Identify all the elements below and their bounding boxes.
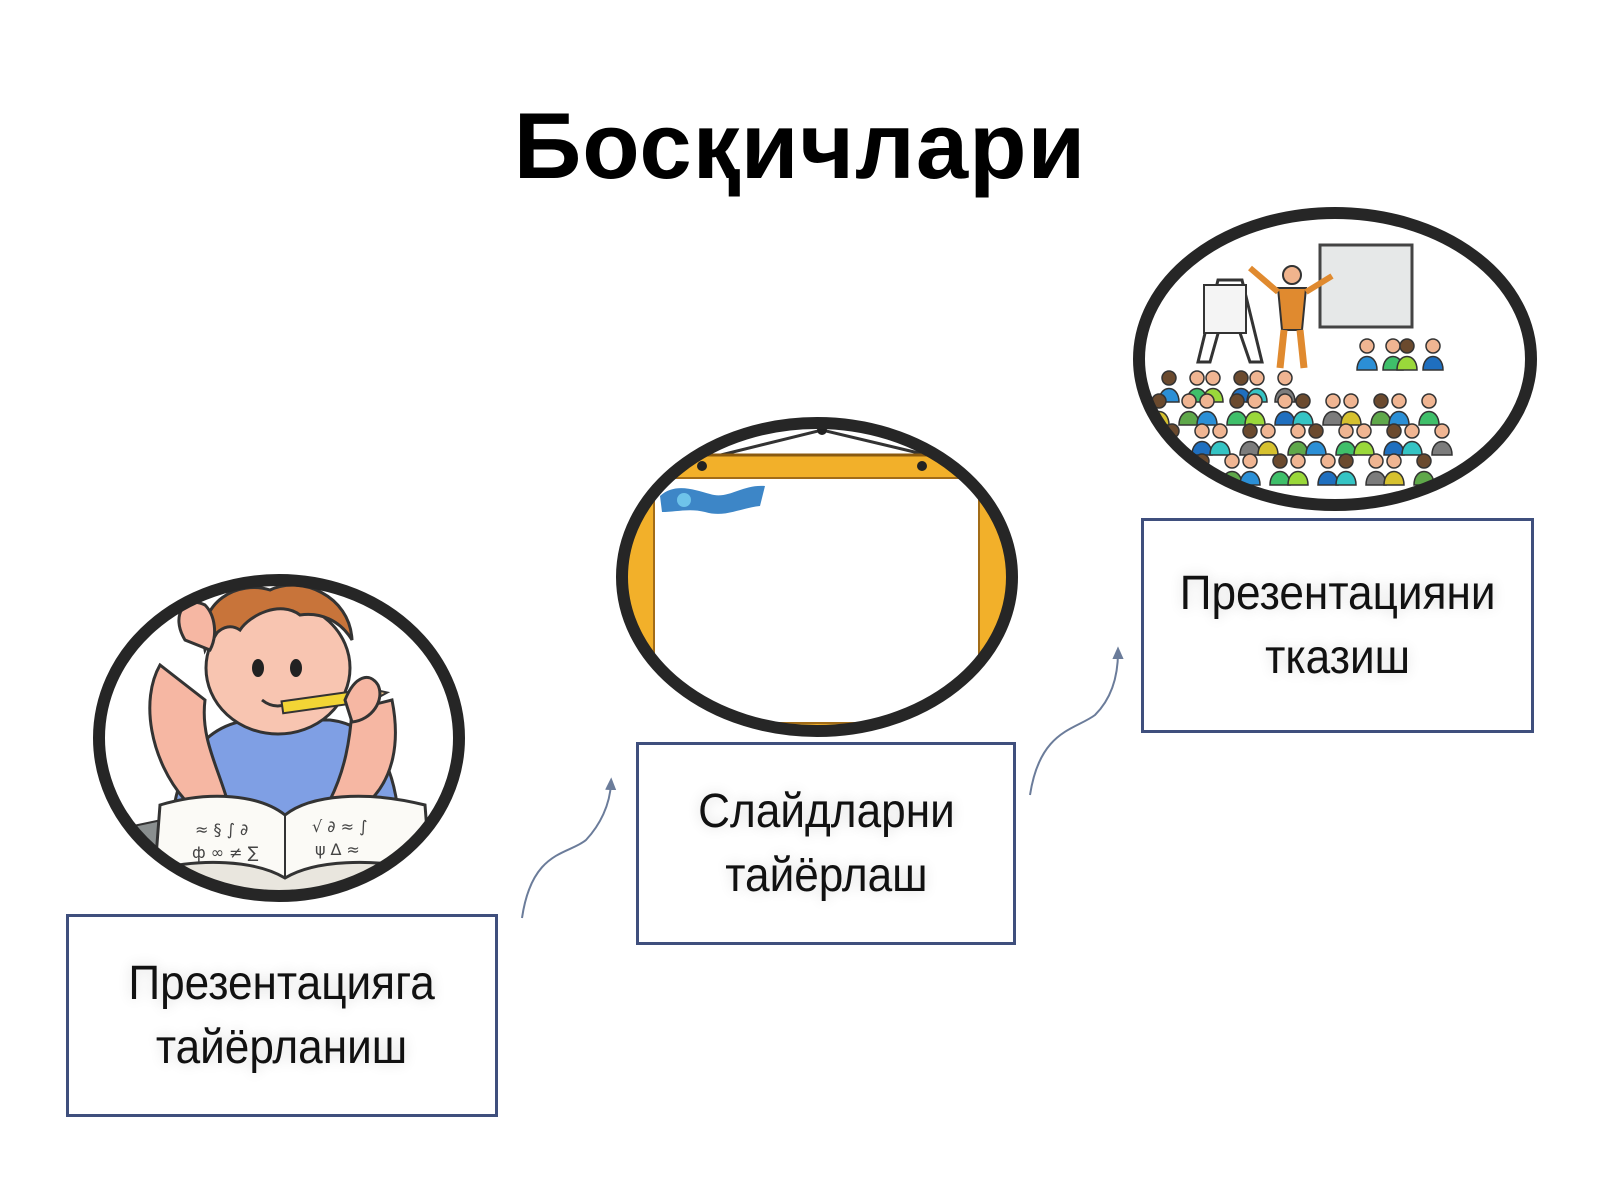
audience-member-head <box>1212 423 1228 439</box>
audience-member-head <box>1338 453 1354 469</box>
audience-member-head <box>1373 393 1389 409</box>
step-box-3: Презентацияни тказиш <box>1141 518 1534 733</box>
audience-member-head <box>1277 393 1293 409</box>
audience-member-body <box>1383 470 1405 486</box>
svg-text:ψ ∆ ≈: ψ ∆ ≈ <box>315 840 360 859</box>
audience-member-head <box>1229 393 1245 409</box>
audience-member-head <box>1224 453 1240 469</box>
audience-member-head <box>1295 393 1311 409</box>
arrow-1 <box>521 777 617 919</box>
step-3-line-1: Презентацияни <box>1179 566 1496 620</box>
audience-member-head <box>1277 370 1293 386</box>
step-2-line-2: тайёрлаш <box>724 848 928 902</box>
audience-member-head <box>1242 423 1258 439</box>
audience-member-head <box>1338 423 1354 439</box>
audience-crowd <box>1148 338 1453 486</box>
audience-member-head <box>1233 370 1249 386</box>
student-thinking-icon: ≈ § ∫ ∂ ф ∞ ≠ ∑ √ ∂ ≈ ∫ ψ ∆ ≈ <box>93 574 465 902</box>
audience-member-head <box>1386 453 1402 469</box>
audience-member-body <box>1422 355 1444 371</box>
audience-member-head <box>1368 453 1384 469</box>
audience-member-head <box>1161 370 1177 386</box>
blank-board-icon <box>616 417 1018 737</box>
audience-member-head <box>1343 393 1359 409</box>
audience-member-head <box>1205 370 1221 386</box>
audience-member-head <box>1385 338 1401 354</box>
audience-member-head <box>1247 393 1263 409</box>
audience-member-body <box>1287 470 1309 486</box>
audience-member-body <box>1239 470 1261 486</box>
audience-member-body <box>1431 440 1453 456</box>
svg-text:ф ∞ ≠ ∑: ф ∞ ≠ ∑ <box>192 843 259 862</box>
step-label-2: Слайдларни тайёрлаш <box>698 780 955 908</box>
audience-member-head <box>1356 423 1372 439</box>
audience-member-head <box>1181 393 1197 409</box>
audience-member-head <box>1308 423 1324 439</box>
svg-text:√ ∂ ≈ ∫: √ ∂ ≈ ∫ <box>312 817 367 836</box>
audience-presentation-icon <box>1133 207 1537 511</box>
arrow-2 <box>1029 646 1124 796</box>
audience-member-body <box>1335 470 1357 486</box>
step-2-line-1: Слайдларни <box>697 784 955 838</box>
slide-title: Босқичлари <box>513 93 1087 198</box>
audience-member-head <box>1325 393 1341 409</box>
audience-member-head <box>1242 453 1258 469</box>
step-box-2: Слайдларни тайёрлаш <box>636 742 1016 945</box>
step-label-3: Презентацияни тказиш <box>1180 562 1496 690</box>
audience-member-head <box>1260 423 1276 439</box>
svg-text:≈ § ∫ ∂: ≈ § ∫ ∂ <box>195 820 248 839</box>
audience-member-head <box>1290 453 1306 469</box>
audience-member-head <box>1425 338 1441 354</box>
audience-member-head <box>1416 453 1432 469</box>
audience-member-head <box>1399 338 1415 354</box>
step-label-1: Презентацияга тайёрланиш <box>129 952 435 1080</box>
audience-member-head <box>1359 338 1375 354</box>
audience-member-head <box>1434 423 1450 439</box>
audience-member-head <box>1421 393 1437 409</box>
audience-member-head <box>1391 393 1407 409</box>
audience-member-head <box>1194 423 1210 439</box>
audience-member-head <box>1199 393 1215 409</box>
audience-member-head <box>1290 423 1306 439</box>
audience-member-body <box>1356 355 1378 371</box>
audience-member-head <box>1189 370 1205 386</box>
audience-member-head <box>1272 453 1288 469</box>
audience-member-head <box>1249 370 1265 386</box>
step-3-line-2: тказиш <box>1265 630 1410 684</box>
step-box-1: Презентацияга тайёрланиш <box>66 914 498 1117</box>
step-1-line-1: Презентацияга <box>128 956 436 1010</box>
audience-member-head <box>1320 453 1336 469</box>
audience-member-head <box>1404 423 1420 439</box>
step-1-line-2: тайёрланиш <box>156 1020 408 1074</box>
audience-member-body <box>1396 355 1418 371</box>
audience-member-head <box>1386 423 1402 439</box>
